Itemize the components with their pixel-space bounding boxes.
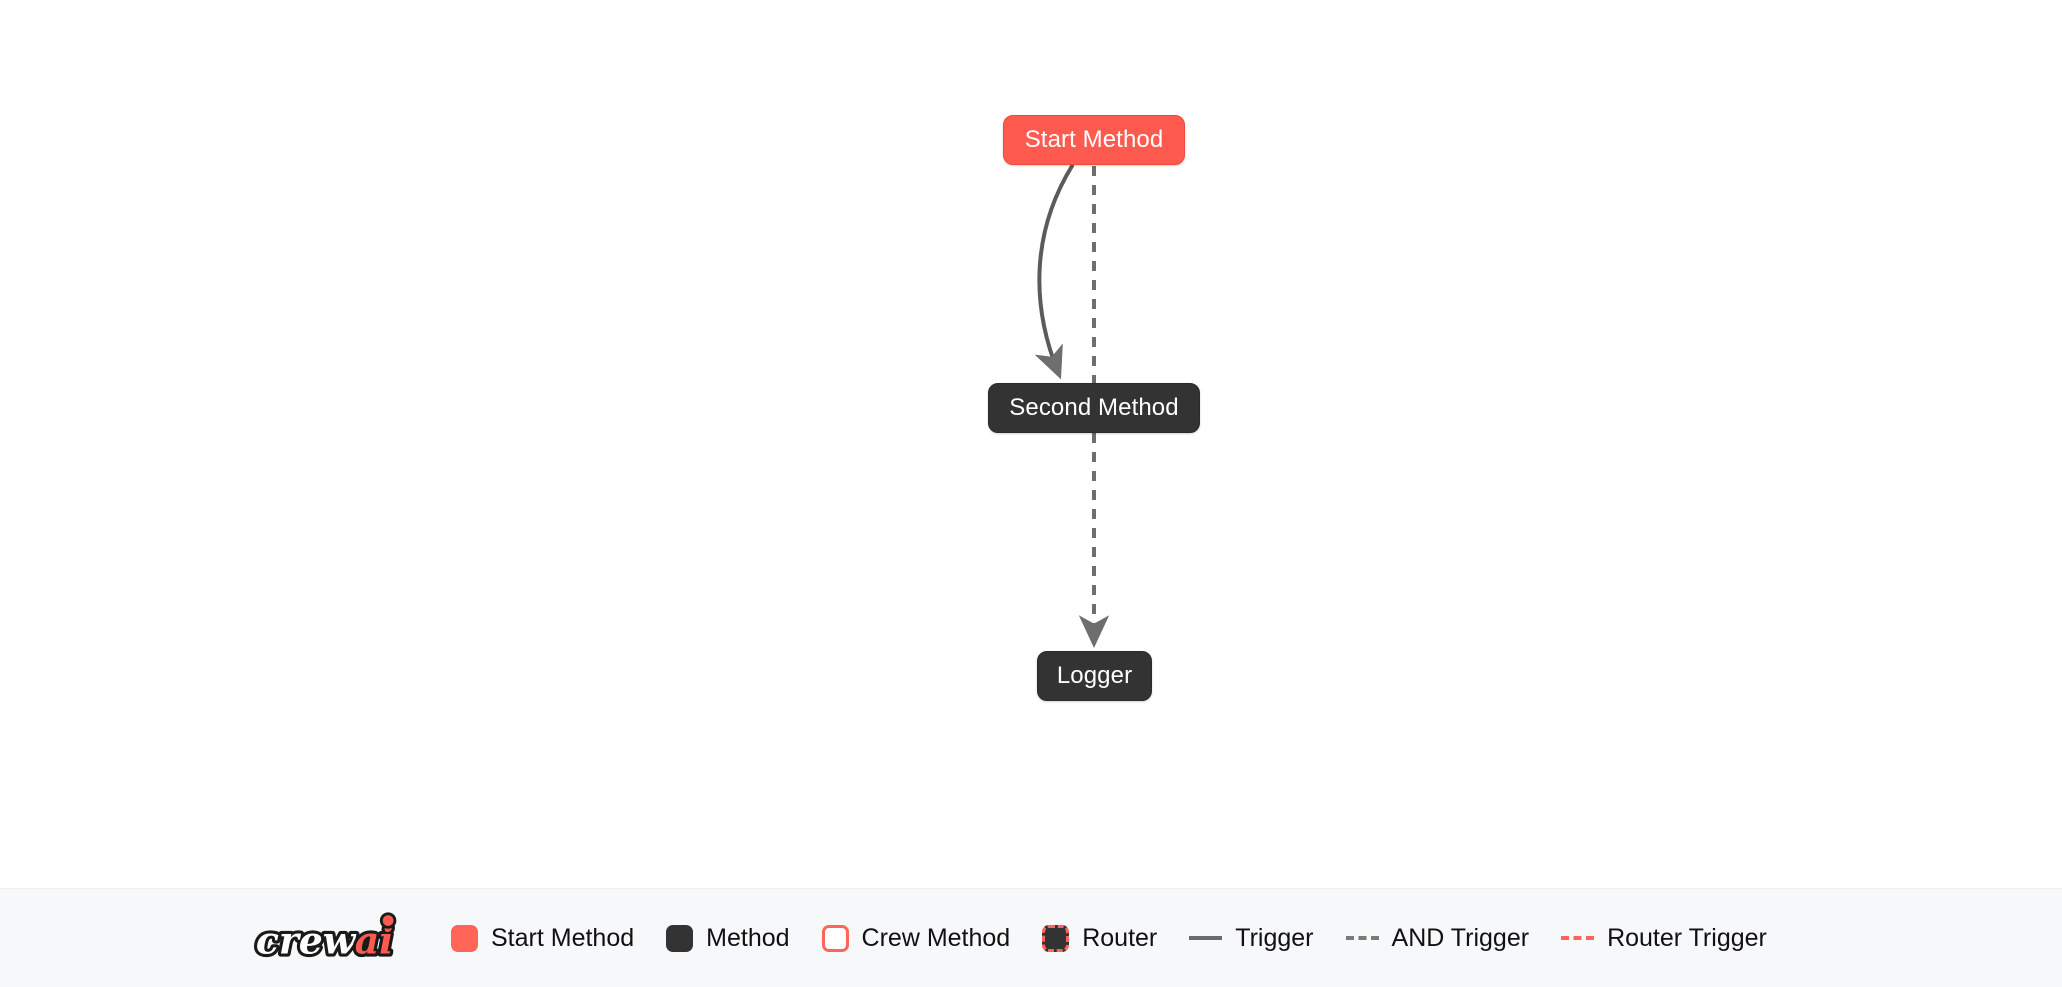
legend-bar: crew crew ai ai Start Method Method Crew…: [0, 888, 2062, 987]
method-swatch-icon: [666, 924, 694, 952]
router-trigger-line-icon: [1561, 936, 1595, 940]
trigger-line-icon: [1189, 936, 1223, 940]
legend-item-trigger-label: Trigger: [1235, 923, 1314, 952]
legend-item-router-trigger-label: Router Trigger: [1607, 923, 1767, 952]
node-logger-label: Logger: [1056, 662, 1133, 689]
and-trigger-line-icon: [1345, 936, 1379, 940]
flow-canvas[interactable]: Start Method Second Method Logger: [0, 0, 2062, 888]
start-method-swatch-icon: [451, 924, 478, 952]
legend-item-and-trigger-label: AND Trigger: [1391, 923, 1530, 952]
node-logger[interactable]: Logger: [1037, 651, 1152, 701]
crewai-logo-crew: crew: [256, 919, 357, 963]
crewai-logo-crew-outline: crew: [256, 919, 357, 963]
legend-item-router: Router: [1042, 923, 1158, 952]
legend-item-method-label: Method: [706, 923, 790, 952]
crewai-logo-dot: [382, 915, 394, 926]
edge-start-to-second: [1034, 164, 1074, 380]
legend-item-start-method: Start Method: [451, 923, 635, 952]
node-start-method-label: Start Method: [1024, 126, 1164, 153]
legend-item-router-label: Router: [1082, 923, 1158, 952]
node-second-method[interactable]: Second Method: [988, 383, 1200, 433]
router-swatch-icon: [1042, 924, 1070, 952]
node-second-method-label: Second Method: [1009, 394, 1179, 421]
legend-item-crew-method-label: Crew Method: [861, 923, 1011, 952]
crew-method-swatch-icon: [821, 924, 849, 952]
legend-item-router-trigger: Router Trigger: [1561, 923, 1767, 952]
legend-item-and-trigger: AND Trigger: [1345, 923, 1530, 952]
legend-item-crew-method: Crew Method: [821, 923, 1011, 952]
legend-item-method: Method: [666, 923, 790, 952]
legend-item-trigger: Trigger: [1189, 923, 1314, 952]
legend-item-start-method-label: Start Method: [491, 923, 635, 952]
node-start-method[interactable]: Start Method: [1003, 115, 1185, 165]
crewai-logo: crew crew ai ai: [253, 912, 397, 966]
